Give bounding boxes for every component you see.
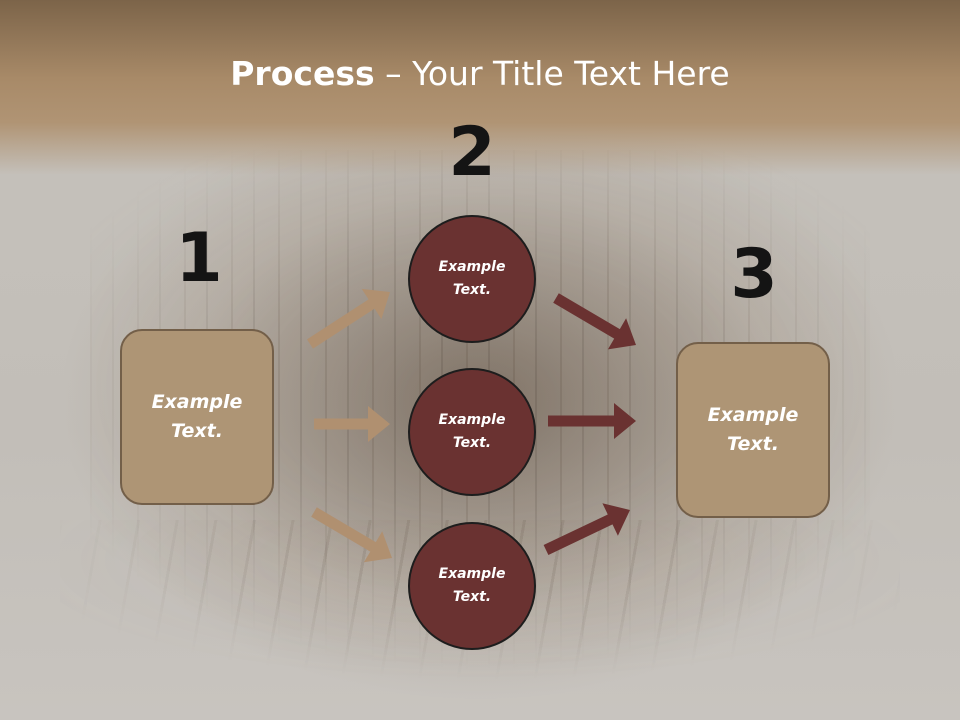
step-3-box: Example Text. [676,342,830,518]
step-1-text: Example Text. [151,391,243,442]
step-2-circle-middle: Example Text. [408,368,536,496]
step-1-box: Example Text. [120,329,274,505]
step-2-circle-top-text: Example Text. [438,259,506,298]
header-band [0,0,960,175]
arrow-1-to-2-middle [314,406,390,442]
step-2-circle-top: Example Text. [408,215,536,343]
arrow-1-to-2-top [307,288,390,349]
arrow-2-top-to-3 [553,293,636,350]
step-2-circle-middle-text: Example Text. [438,412,506,451]
step-2-circle-bottom-text: Example Text. [438,566,506,605]
step-number-1: 1 [175,219,223,298]
arrow-1-to-2-bottom [311,507,392,563]
arrow-2-bottom-to-3 [543,503,630,555]
arrow-2-middle-to-3 [548,403,636,439]
step-number-2: 2 [448,113,496,192]
title-strong: Process [230,54,375,93]
slide-title: Process – Your Title Text Here [0,52,960,96]
title-rest: – Your Title Text Here [374,54,730,93]
step-number-3: 3 [730,235,778,314]
step-2-circle-bottom: Example Text. [408,522,536,650]
step-3-text: Example Text. [707,404,799,455]
